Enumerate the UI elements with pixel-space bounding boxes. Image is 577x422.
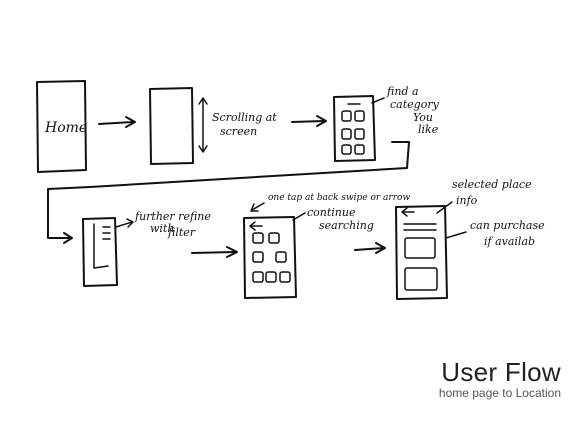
refine-note-line-1: further refine xyxy=(134,210,211,223)
note-arrow xyxy=(115,218,134,228)
category-note-line-1: find a xyxy=(386,85,419,98)
refine-note-line-3: filter xyxy=(167,226,196,239)
flow-arrow xyxy=(291,115,327,127)
scroll-screen-frame xyxy=(149,87,194,165)
continue-note-line-2: searching xyxy=(319,219,374,232)
scroll-note-line-1: Scrolling at xyxy=(212,111,277,124)
note-arrow xyxy=(445,231,467,239)
selected-note-line-2: info xyxy=(456,194,478,207)
filter-screen-frame xyxy=(82,217,118,287)
page-subtitle: home page to Location xyxy=(438,386,561,400)
selected-note-line-1: selected place xyxy=(452,178,532,191)
category-note-line-4: like xyxy=(418,123,439,136)
purchase-note-line-2: if availab xyxy=(484,235,535,248)
note-arrow xyxy=(371,97,385,104)
purchase-note-line-1: can purchase xyxy=(470,219,545,232)
flow-arrow xyxy=(191,246,238,258)
title-block: User Flow home page to Location xyxy=(439,358,561,400)
back-note: one tap at back swipe or arrow xyxy=(268,193,410,203)
note-arrow xyxy=(436,201,453,214)
page-title: User Flow xyxy=(441,357,561,387)
flow-arrow xyxy=(354,242,386,254)
flow-arrow xyxy=(98,116,136,128)
home-screen-frame: Home xyxy=(36,80,87,173)
note-arrow xyxy=(292,212,306,221)
search-results-screen-frame xyxy=(243,216,297,299)
place-info-screen-frame xyxy=(395,205,448,300)
row-connector-arrow xyxy=(47,141,410,244)
category-screen-frame xyxy=(333,95,376,162)
scroll-arrow-icon xyxy=(198,97,208,153)
category-note-line-3: You xyxy=(413,111,433,124)
back-note-arrow xyxy=(250,202,265,212)
refine-note-line-2: with xyxy=(150,222,174,235)
scroll-note-line-2: screen xyxy=(220,125,257,138)
home-screen-label: Home xyxy=(44,120,87,136)
continue-note-line-1: continue xyxy=(307,206,356,219)
category-note-line-2: category xyxy=(390,98,440,111)
